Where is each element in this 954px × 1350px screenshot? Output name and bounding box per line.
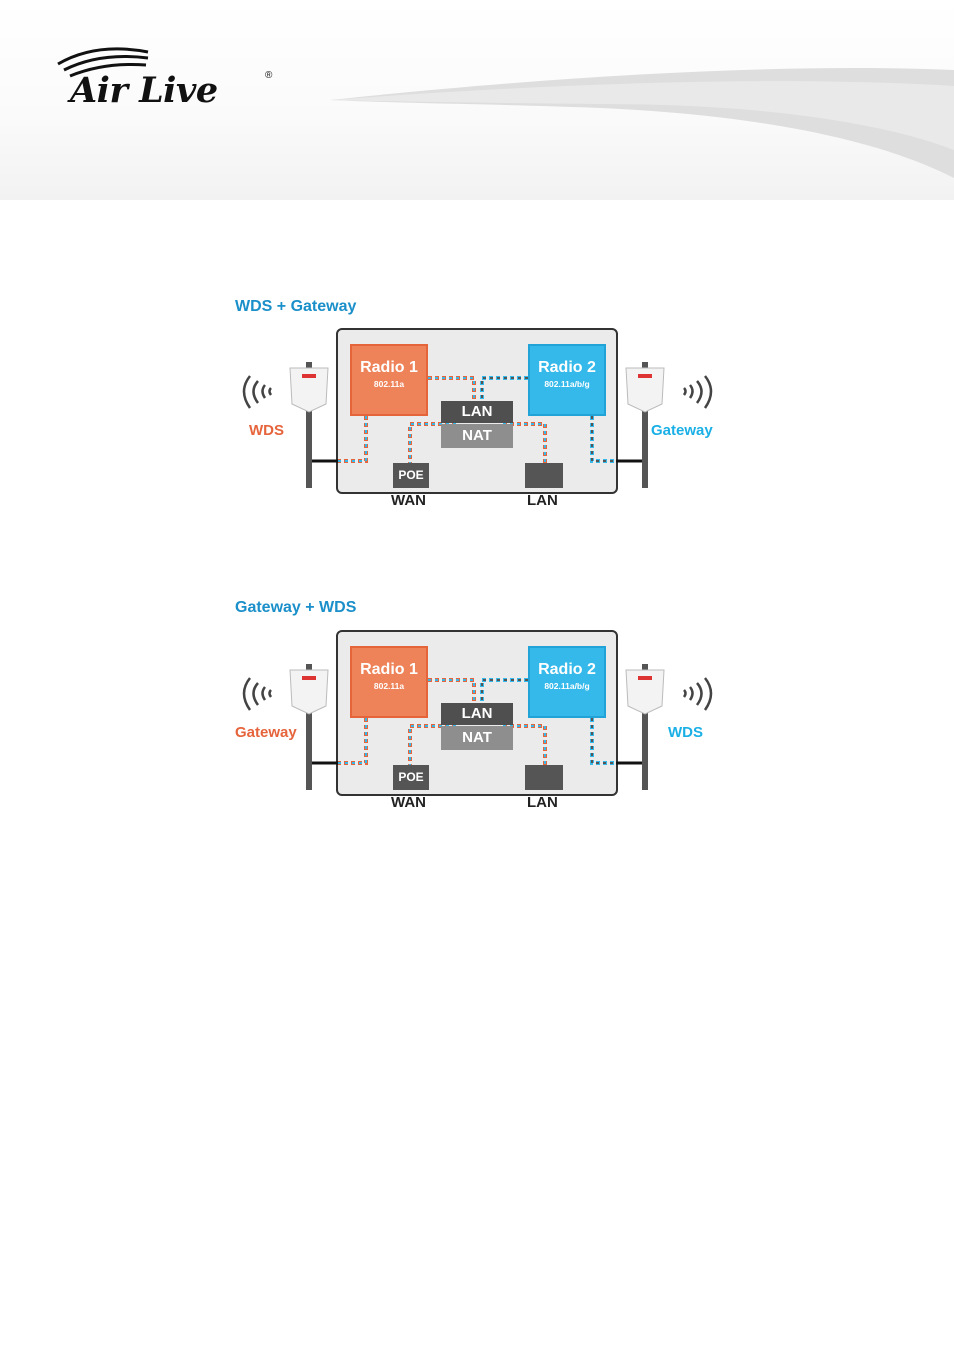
- radio-1-block: Radio 1 802.11a: [350, 646, 428, 718]
- signal-waves-icon: [244, 678, 271, 710]
- right-mode-label: Gateway: [651, 422, 713, 439]
- lan-port: [525, 463, 563, 488]
- lan-block: LAN: [441, 703, 513, 725]
- diagram-2-title: Gateway + WDS: [235, 599, 356, 617]
- lan-port: [525, 765, 563, 790]
- antenna-icon: [290, 362, 328, 488]
- radio-2-standard: 802.11a/b/g: [530, 681, 604, 691]
- nat-block: NAT: [441, 424, 513, 448]
- poe-port: POE: [393, 765, 429, 790]
- page-header: Air Live ®: [0, 0, 954, 200]
- wan-label: WAN: [391, 794, 426, 811]
- radio-1-title: Radio 1: [352, 661, 426, 679]
- left-mode-label: WDS: [249, 422, 284, 439]
- wan-label: WAN: [391, 492, 426, 509]
- poe-port: POE: [393, 463, 429, 488]
- signal-waves-icon: [684, 376, 711, 408]
- nat-block: NAT: [441, 726, 513, 750]
- radio-1-standard: 802.11a: [352, 681, 426, 691]
- radio-2-block: Radio 2 802.11a/b/g: [528, 646, 606, 718]
- lan-label: LAN: [527, 794, 558, 811]
- diagram-wds-gateway: Radio 1 802.11a Radio 2 802.11a/b/g LAN …: [230, 320, 730, 520]
- logo-registered-mark: ®: [265, 70, 272, 81]
- right-mode-label: WDS: [668, 724, 703, 741]
- diagram-1-title: WDS + Gateway: [235, 298, 356, 316]
- antenna-icon: [626, 664, 664, 790]
- left-mode-label: Gateway: [235, 724, 297, 741]
- radio-1-title: Radio 1: [352, 359, 426, 377]
- signal-waves-icon: [244, 376, 271, 408]
- diagram-gateway-wds: Radio 1 802.11a Radio 2 802.11a/b/g LAN …: [230, 622, 730, 822]
- lan-block: LAN: [441, 401, 513, 423]
- airlive-logo: Air Live ®: [56, 44, 286, 108]
- radio-2-standard: 802.11a/b/g: [530, 379, 604, 389]
- radio-1-standard: 802.11a: [352, 379, 426, 389]
- radio-2-block: Radio 2 802.11a/b/g: [528, 344, 606, 416]
- signal-waves-icon: [684, 678, 711, 710]
- lan-label: LAN: [527, 492, 558, 509]
- radio-1-block: Radio 1 802.11a: [350, 344, 428, 416]
- radio-2-title: Radio 2: [530, 359, 604, 377]
- radio-2-title: Radio 2: [530, 661, 604, 679]
- logo-text: Air Live: [70, 70, 218, 111]
